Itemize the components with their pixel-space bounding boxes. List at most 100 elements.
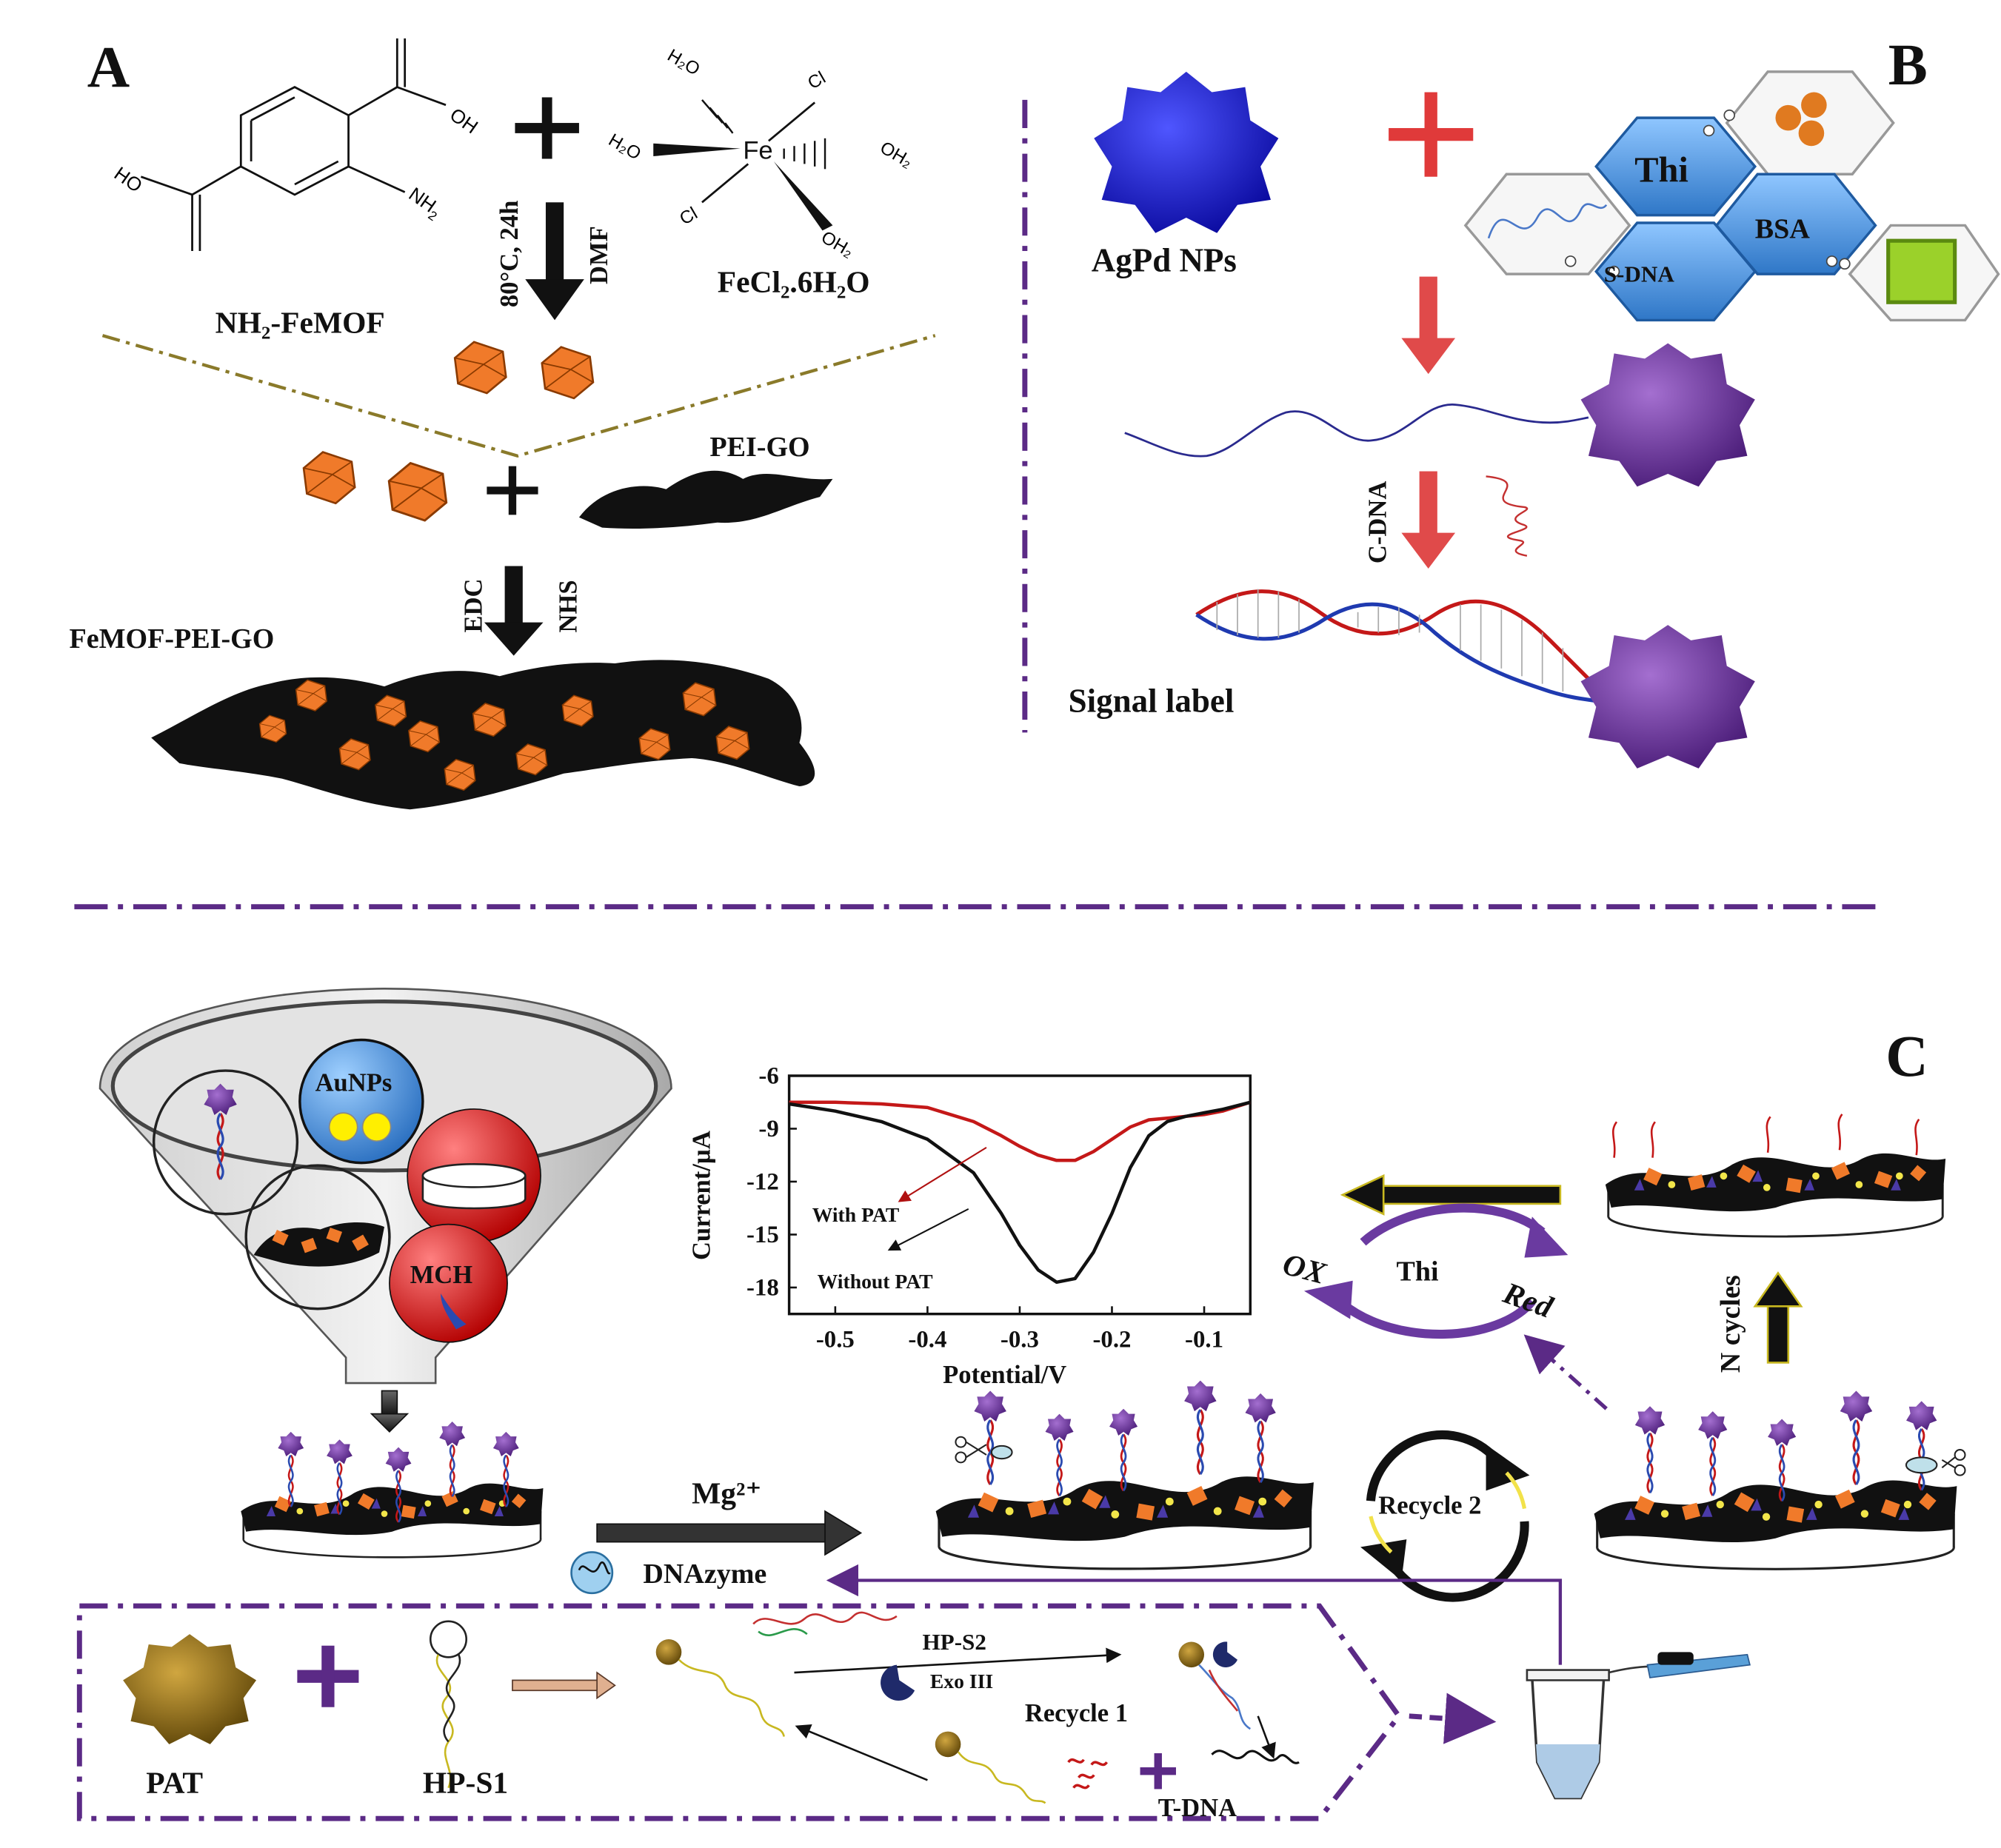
hp-s2-strand <box>752 1611 898 1625</box>
dnazyme-label: DNAzyme <box>643 1559 766 1590</box>
reaction-arrow <box>596 1510 863 1556</box>
nhs-label: NHS <box>554 580 582 632</box>
dna-fragments <box>1611 1114 1920 1158</box>
plus-icon <box>1140 1753 1176 1790</box>
conditions-label: 80°C, 24h <box>495 201 524 307</box>
scissors-icon <box>955 1436 1013 1464</box>
plus-icon <box>297 1645 359 1707</box>
dmf-label: DMF <box>585 226 613 284</box>
exo-iii-icon <box>881 1664 915 1701</box>
y-tick-label: -15 <box>746 1222 779 1248</box>
red-arrow <box>1401 471 1456 569</box>
redox-cycle <box>1303 1203 1569 1339</box>
pat-intermediate <box>1178 1641 1205 1668</box>
modified-electrode <box>1592 1479 1959 1570</box>
x-tick-label: -0.3 <box>1000 1327 1039 1353</box>
panel-label-c: C <box>1885 1024 1928 1089</box>
t-dna-strand <box>1211 1750 1300 1764</box>
signal-nanoparticle <box>1580 625 1755 769</box>
annotation-pointer <box>898 1146 987 1202</box>
exo-iii-icon <box>1212 1641 1237 1667</box>
cdna-label: C-DNA <box>1364 481 1392 563</box>
signal-probe <box>1697 1411 1729 1497</box>
duplex-strand <box>1198 1664 1252 1730</box>
sample-tube <box>1526 1652 1751 1800</box>
down-arrow <box>370 1390 410 1433</box>
dna-fragments <box>1067 1758 1109 1790</box>
electrode-assembly-funnel <box>98 988 672 1385</box>
fe-complex-structure: Fe Cl Cl H₂O H₂O OH₂ OH₂ <box>605 45 916 261</box>
aunps-label: AuNPs <box>315 1069 392 1097</box>
mch-label: MCH <box>410 1261 473 1289</box>
red-arrow <box>1401 276 1456 375</box>
hp-s2-strand <box>758 1628 808 1636</box>
hp-s1-label: HP-S1 <box>423 1766 508 1800</box>
chart-ylabel: Current/µA <box>687 1131 715 1260</box>
chart-plot-frame <box>787 1074 1252 1316</box>
nh2-label: NH2 <box>403 184 445 224</box>
signal-label: Signal label <box>1069 683 1235 720</box>
dpv-chart: -0.5-0.4-0.3-0.2-0.1-6-9-12-15-18 Curren… <box>687 1062 1252 1389</box>
t-dna-label: T-DNA <box>1158 1794 1237 1822</box>
signal-probe <box>1108 1408 1139 1493</box>
x-tick-label: -0.1 <box>1185 1327 1223 1353</box>
oh2-bottom-label: OH₂ <box>818 227 857 261</box>
ox-label: OX <box>1279 1247 1330 1291</box>
signal-probe <box>1183 1380 1218 1476</box>
cdna-strand <box>1486 475 1529 557</box>
cl-bottom-label: Cl <box>676 204 701 230</box>
plus-icon <box>515 97 579 159</box>
fe-label: Fe <box>743 136 772 164</box>
h2o-left-label: H₂O <box>605 130 644 164</box>
y-tick-label: -6 <box>758 1062 778 1089</box>
dashed-arrow <box>1409 1693 1497 1744</box>
pei-go-label: PEI-GO <box>709 432 809 463</box>
agpd-label: AgPd NPs <box>1092 242 1237 279</box>
dashed-divider <box>101 334 936 458</box>
thi-cycle-label: Thi <box>1396 1256 1439 1288</box>
hp-s2-label: HP-S2 <box>922 1629 986 1655</box>
coupling-arrow <box>484 566 544 656</box>
h2o-top-label: H₂O <box>664 45 704 79</box>
cl-top-label: Cl <box>804 67 829 93</box>
pat-released <box>935 1731 961 1758</box>
series-line-without-pat <box>789 1100 1251 1285</box>
ssdna-strand <box>1124 404 1589 458</box>
reaction-arrow <box>794 1647 1122 1674</box>
reaction-arrow <box>795 1724 928 1781</box>
x-tick-label: -0.5 <box>816 1327 855 1353</box>
recycle-2-label: Recycle 2 <box>1378 1492 1481 1520</box>
pat-nanoparticle <box>123 1634 257 1744</box>
hp-s1-strand <box>678 1658 785 1737</box>
n-cycles-label: N cycles <box>1715 1275 1746 1373</box>
panel-label-b: B <box>1888 33 1928 98</box>
modified-electrode <box>239 1482 544 1559</box>
femof-crystal <box>453 341 507 395</box>
nh2-femof-label: NH₂-FeMOF <box>216 306 385 340</box>
chart-annotation-with: With PAT <box>812 1203 900 1226</box>
signal-probe <box>1243 1393 1277 1484</box>
pei-go-sheet <box>578 470 833 529</box>
recycle-2-cycle <box>1360 1430 1530 1602</box>
modified-electrode <box>1604 1152 1947 1238</box>
y-tick-label: -9 <box>758 1116 778 1142</box>
femof-crystal <box>302 451 356 505</box>
pat-hps1-conjugate <box>655 1639 682 1665</box>
sdna-label: S-DNA <box>1604 261 1675 287</box>
femof-crystal <box>387 462 448 522</box>
signal-probe <box>1634 1406 1666 1495</box>
x-tick-label: -0.4 <box>908 1327 946 1353</box>
signal-probe <box>1043 1413 1075 1498</box>
bsa-label: BSA <box>1755 214 1811 245</box>
signal-probe <box>1838 1390 1874 1486</box>
hexagon-cluster <box>1463 70 2000 322</box>
signal-probe <box>972 1390 1008 1486</box>
plus-icon <box>1389 92 1474 177</box>
plus-icon <box>487 466 538 515</box>
x-tick-label: -0.2 <box>1092 1327 1131 1353</box>
annotation-pointer <box>887 1208 969 1251</box>
y-tick-label: -18 <box>746 1274 779 1301</box>
signal-nanoparticle <box>1580 343 1755 487</box>
oh-label: OH <box>446 104 481 138</box>
